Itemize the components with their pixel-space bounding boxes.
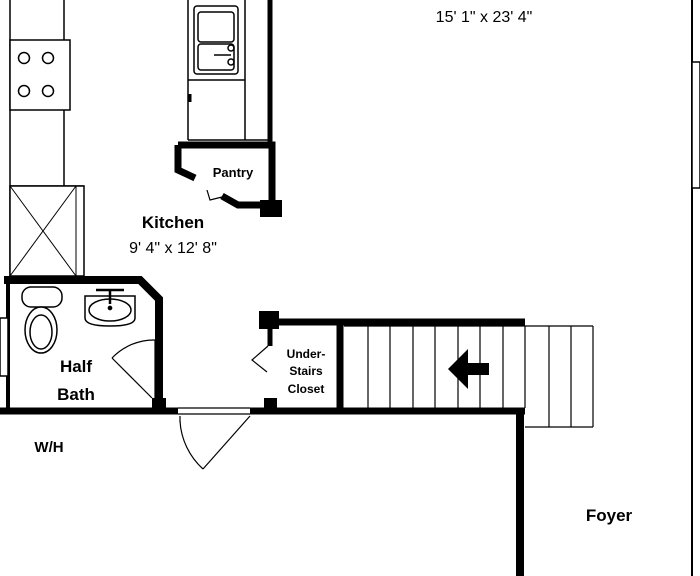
water-heater-label: W/H (34, 439, 63, 456)
half-bath-label-line2: Bath (57, 385, 95, 404)
foyer-label: Foyer (586, 506, 633, 525)
closet-label-line2: Stairs (289, 364, 323, 378)
kitchen-label: Kitchen (142, 213, 204, 232)
stairs (344, 325, 594, 428)
pantry-label: Pantry (213, 165, 254, 180)
closet-walls (251, 311, 525, 414)
half-bath-label-line1: Half (60, 357, 92, 376)
pantry-walls (174, 141, 282, 217)
closet-label-line3: Closet (288, 382, 325, 396)
right-exterior-wall (691, 0, 700, 576)
stove-icon (9, 39, 71, 111)
refrigerator-icon (9, 185, 85, 277)
kitchen-sink-icon (193, 5, 239, 75)
living-room-dimensions: 15' 1" x 23' 4" (436, 9, 533, 26)
toilet-icon (21, 286, 63, 354)
bathroom-sink-icon (84, 288, 136, 327)
kitchen-island (187, 0, 273, 142)
closet-label-line1: Under- (287, 347, 326, 361)
bath-door-swing (111, 339, 156, 399)
stairs-direction-arrow-icon (448, 349, 489, 389)
kitchen-dimensions: 9' 4" x 12' 8" (129, 240, 217, 257)
main-horizontal-wall (0, 407, 525, 576)
entry-door-swing (179, 415, 251, 470)
